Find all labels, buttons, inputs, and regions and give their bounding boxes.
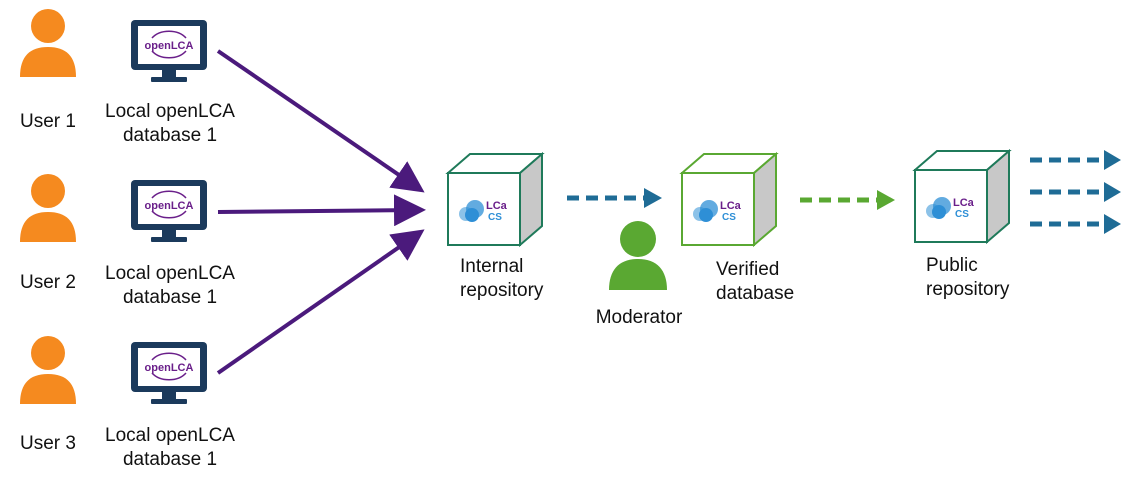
lca-logo-text: LCa bbox=[720, 200, 742, 212]
local-db-label-1-line1: Local openLCA bbox=[105, 101, 235, 122]
monitor-icon-1: openLCA bbox=[131, 20, 207, 82]
user-label-3: User 3 bbox=[20, 433, 76, 454]
lca-logo-text: LCa bbox=[953, 197, 975, 209]
internal-repository-label: Internal repository bbox=[460, 255, 543, 303]
local-db-label-1-line2: database 1 bbox=[122, 125, 218, 146]
openlca-logo-text: openLCA bbox=[145, 362, 194, 374]
openlca-logo-text: openLCA bbox=[145, 40, 194, 52]
arrow-db3-to-internal bbox=[216, 229, 425, 375]
user-label-1: User 1 bbox=[20, 111, 76, 132]
arrow-db1-to-internal bbox=[216, 49, 425, 193]
public-repository-label-line2: repository bbox=[926, 279, 1010, 300]
internal-repository-cube-icon: LCa CS bbox=[445, 151, 545, 248]
moderator-icon bbox=[609, 221, 667, 290]
local-db-label-3-line2: database 1 bbox=[122, 449, 218, 470]
outgoing-arrow-2-head bbox=[1104, 182, 1121, 202]
internal-repository-label-line2: repository bbox=[460, 280, 544, 301]
arrow-verified-to-public-head bbox=[877, 190, 895, 210]
arrow-db2-to-internal bbox=[217, 194, 426, 227]
outgoing-arrow-3-head bbox=[1104, 214, 1121, 234]
arrow-internal-to-verified-head bbox=[644, 188, 662, 208]
public-repository-label: Public repository bbox=[926, 254, 1009, 302]
cloud-icon bbox=[926, 197, 951, 219]
cs-logo-text: CS bbox=[488, 212, 502, 223]
outgoing-arrow-1-head bbox=[1104, 150, 1121, 170]
monitor-icon-2: openLCA bbox=[131, 180, 207, 242]
moderator-label: Moderator bbox=[595, 307, 683, 328]
internal-repository-label-line1: Internal bbox=[460, 256, 524, 277]
cs-logo-text: CS bbox=[722, 212, 736, 223]
user-icon-2 bbox=[20, 174, 76, 242]
user-label-2: User 2 bbox=[20, 272, 76, 293]
cloud-icon bbox=[459, 200, 484, 222]
verified-database-label-line2: database bbox=[716, 283, 795, 304]
local-db-label-1: Local openLCA database 1 bbox=[105, 100, 235, 148]
local-db-label-2-line2: database 1 bbox=[122, 287, 218, 308]
cloud-icon bbox=[693, 200, 718, 222]
monitor-icon-3: openLCA bbox=[131, 342, 207, 404]
verified-database-cube-icon: LCa CS bbox=[679, 151, 779, 248]
lca-logo-text: LCa bbox=[486, 200, 508, 212]
public-repository-label-line1: Public bbox=[926, 255, 978, 276]
verified-database-label-line1: Verified bbox=[716, 259, 780, 280]
local-db-label-2: Local openLCA database 1 bbox=[105, 262, 235, 310]
public-repository-cube-icon: LCa CS bbox=[912, 148, 1012, 245]
user-icon-1 bbox=[20, 9, 76, 77]
openlca-logo-text: openLCA bbox=[145, 200, 194, 212]
local-db-label-3-line1: Local openLCA bbox=[105, 425, 235, 446]
user-icon-3 bbox=[20, 336, 76, 404]
cs-logo-text: CS bbox=[955, 209, 969, 220]
verified-database-label: Verified database bbox=[716, 258, 794, 306]
local-db-label-2-line1: Local openLCA bbox=[105, 263, 235, 284]
outgoing-arrows bbox=[1030, 150, 1121, 234]
local-db-label-3: Local openLCA database 1 bbox=[105, 424, 235, 472]
